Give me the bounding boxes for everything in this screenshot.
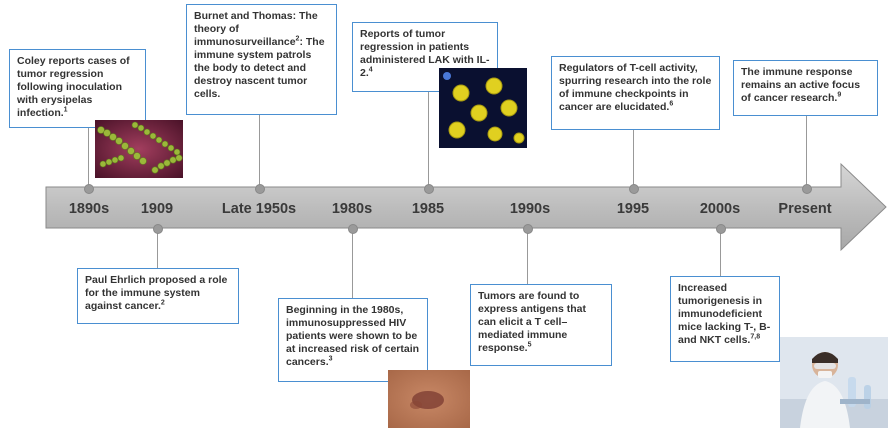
- event-coley-text: Coley reports cases of tumor regression …: [17, 55, 130, 119]
- connector-1985: [428, 92, 429, 188]
- event-ehrlich: Paul Ehrlich proposed a role for the imm…: [77, 268, 239, 324]
- event-burnet-text-a: Burnet and Thomas: The theory of immunos…: [194, 10, 318, 48]
- tick-1990s: [523, 224, 533, 234]
- event-checkpoints-text: Regulators of T-cell activity, spurring …: [559, 62, 712, 113]
- event-antigens: Tumors are found to express antigens tha…: [470, 284, 612, 366]
- event-ehrlich-ref: 2: [160, 299, 165, 307]
- tick-1985: [424, 184, 434, 194]
- bacteria-image: [95, 120, 183, 178]
- event-coley-ref: 1: [63, 106, 68, 114]
- label-1990s: 1990s: [509, 201, 551, 217]
- label-present: Present: [778, 201, 832, 217]
- event-present: The immune response remains an active fo…: [733, 60, 878, 116]
- label-1995: 1995: [616, 201, 650, 217]
- tick-2000s: [716, 224, 726, 234]
- event-hiv-ref: 3: [328, 355, 333, 363]
- event-antigens-text: Tumors are found to express antigens tha…: [478, 290, 586, 354]
- label-2000s: 2000s: [699, 201, 741, 217]
- connector-1995: [633, 130, 634, 188]
- event-checkpoints: Regulators of T-cell activity, spurring …: [551, 56, 720, 130]
- connector-1990s: [527, 228, 528, 284]
- connector-1980s: [352, 228, 353, 298]
- skin-lesion-image: [388, 370, 470, 428]
- tick-late-1950s: [255, 184, 265, 194]
- event-burnet-text-b: : The immune system patrols the body to …: [194, 36, 325, 100]
- event-antigens-ref: 5: [527, 341, 532, 349]
- label-late-1950s: Late 1950s: [221, 201, 297, 217]
- connector-1890s: [88, 128, 89, 188]
- event-mice-ref: 7,8: [750, 333, 761, 341]
- label-1890s: 1890s: [68, 201, 110, 217]
- event-checkpoints-ref: 6: [669, 100, 674, 108]
- tick-1890s: [84, 184, 94, 194]
- label-1980s: 1980s: [331, 201, 373, 217]
- event-ehrlich-text: Paul Ehrlich proposed a role for the imm…: [85, 274, 228, 312]
- event-coley: Coley reports cases of tumor regression …: [9, 49, 146, 128]
- event-hiv-text: Beginning in the 1980s, immunosuppressed…: [286, 304, 420, 368]
- event-lak-text: Reports of tumor regression in patients …: [360, 28, 490, 79]
- tick-1980s: [348, 224, 358, 234]
- tick-present: [802, 184, 812, 194]
- connector-present: [806, 116, 807, 188]
- connector-1909: [157, 228, 158, 268]
- tick-1909: [153, 224, 163, 234]
- label-1985: 1985: [411, 201, 445, 217]
- tick-1995: [629, 184, 639, 194]
- event-present-text: The immune response remains an active fo…: [741, 66, 861, 104]
- lak-cells-image: [439, 68, 527, 148]
- event-hiv: Beginning in the 1980s, immunosuppressed…: [278, 298, 428, 382]
- event-lak-ref: 4: [368, 66, 373, 74]
- connector-late-1950s: [259, 115, 260, 188]
- connector-2000s: [720, 228, 721, 276]
- event-mice: Increased tumorigenesis in immunodeficie…: [670, 276, 780, 362]
- event-mice-text: Increased tumorigenesis in immunodeficie…: [678, 282, 771, 346]
- event-burnet-ref: 2: [295, 35, 300, 43]
- scientist-image: [780, 337, 888, 428]
- label-1909: 1909: [140, 201, 174, 217]
- event-present-ref: 9: [837, 91, 842, 99]
- event-burnet-thomas: Burnet and Thomas: The theory of immunos…: [186, 4, 337, 115]
